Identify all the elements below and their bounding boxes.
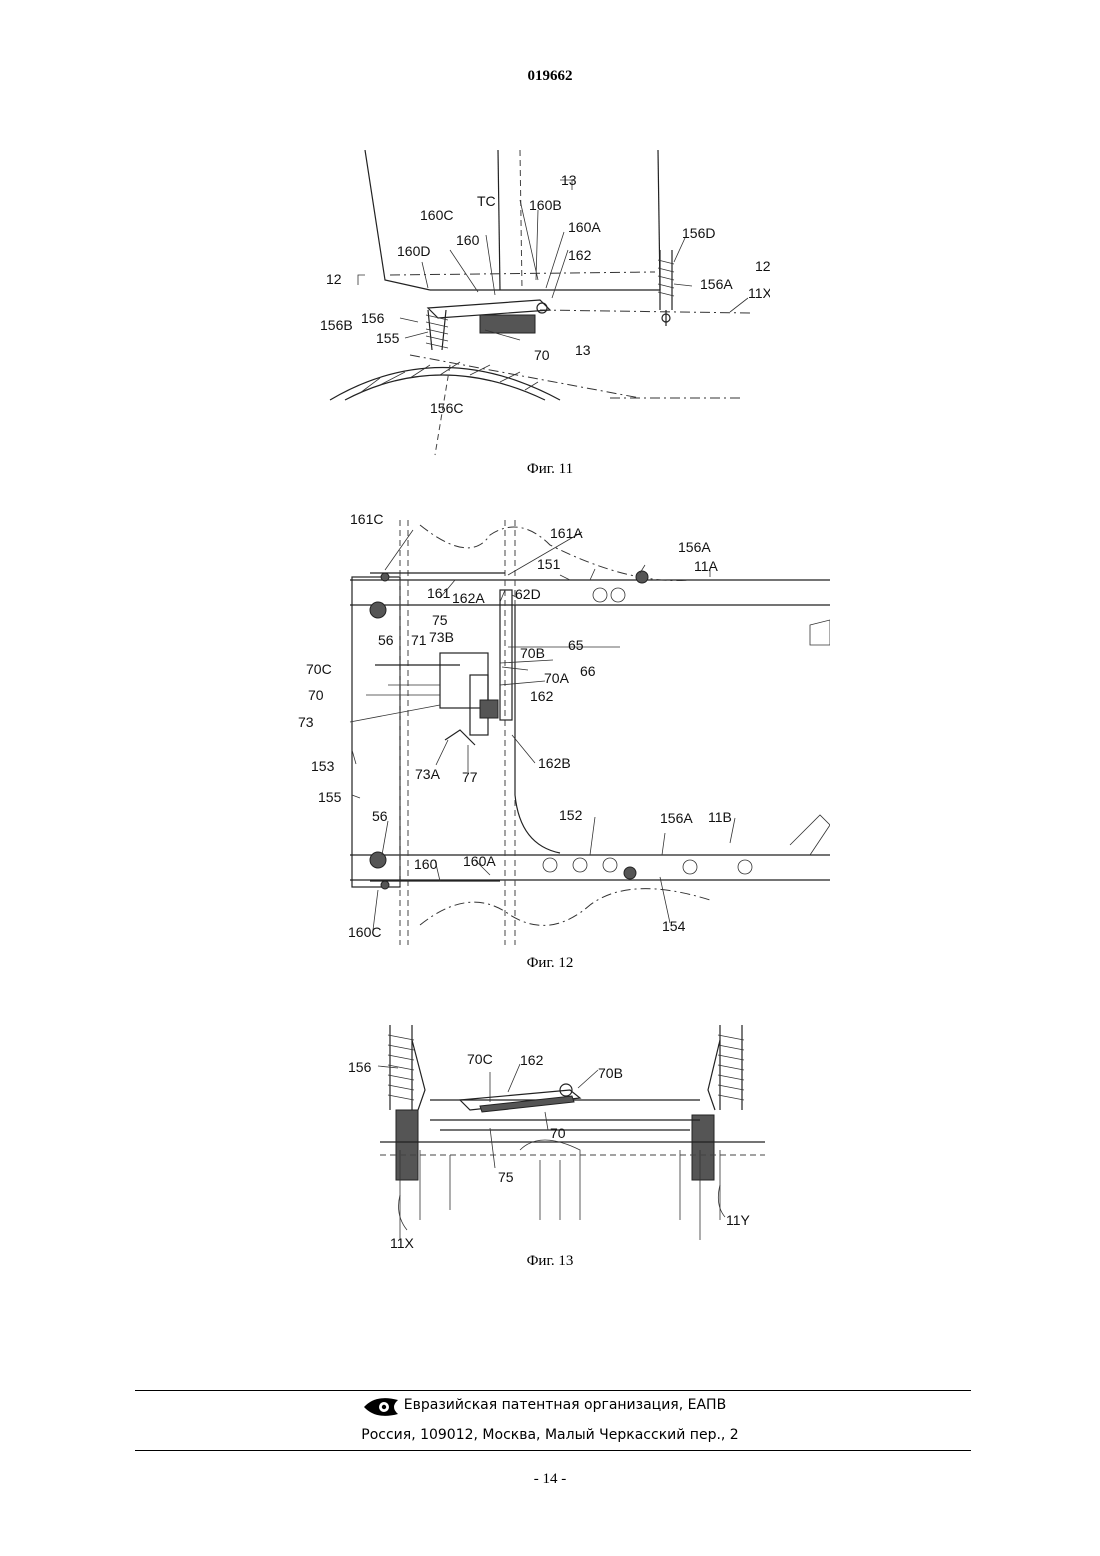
- figure-13-label: 11Y: [726, 1212, 751, 1228]
- figure-11-label: 12: [326, 271, 342, 287]
- figure-12-label: 153: [311, 758, 335, 774]
- figure-12-label: 156A: [678, 539, 711, 555]
- figure-13-label: 162: [520, 1052, 544, 1068]
- figure-12-label: 70B: [520, 645, 545, 661]
- figure-12-label: 73A: [415, 766, 441, 782]
- footer-address: Россия, 109012, Москва, Малый Черкасский…: [0, 1427, 1100, 1443]
- figure-11-drawing: 13 TC 160B 160C 160A 160 156D 160D 162 1…: [310, 150, 770, 465]
- figure-12-label: 152: [559, 807, 583, 823]
- figure-12-label: 77: [462, 769, 478, 785]
- figure-12-label: 75: [432, 612, 448, 628]
- page-number: - 14 -: [0, 1471, 1100, 1488]
- figure-12-label: 73: [298, 714, 314, 730]
- figure-12-label: 162B: [538, 755, 571, 771]
- figure-13-label: 75: [498, 1169, 514, 1185]
- figure-13-label: 70B: [598, 1065, 623, 1081]
- figure-12-label: 71: [411, 632, 427, 648]
- footer-bottom-rule: [135, 1450, 971, 1451]
- figure-12-label: 160C: [348, 924, 381, 940]
- figure-11-label: 13: [561, 172, 577, 188]
- figure-12-label: 62D: [515, 586, 541, 602]
- figure-12-label: 156A: [660, 810, 693, 826]
- figure-11-label: 162: [568, 247, 592, 263]
- figure-11-label: 160B: [529, 197, 562, 213]
- figure-11-label: 156B: [320, 317, 353, 333]
- figure-11-label: 160A: [568, 219, 601, 235]
- footer-top-rule: [135, 1390, 971, 1391]
- figure-11-label: 12: [755, 258, 770, 274]
- figure-11-label: 156C: [430, 400, 463, 416]
- figure-12-label: 160: [414, 856, 438, 872]
- figure-13-label: 11X: [390, 1235, 415, 1251]
- figure-13-label: 156: [348, 1059, 372, 1075]
- figure-11-label: 156: [361, 310, 385, 326]
- figure-11-label: 156D: [682, 225, 715, 241]
- figure-11-label: 11X: [748, 285, 770, 301]
- figure-11-caption: Фиг. 11: [0, 461, 1100, 478]
- figure-13-drawing: 156 70C 162 70B 70 75 11X 11Y: [340, 1020, 780, 1255]
- figure-12-caption: Фиг. 12: [0, 955, 1100, 972]
- figure-12-label: 56: [372, 808, 388, 824]
- figure-11-label: 70: [534, 347, 550, 363]
- figure-12-label: 70A: [544, 670, 570, 686]
- figure-12-label: 155: [318, 789, 342, 805]
- figure-13-caption: Фиг. 13: [0, 1253, 1100, 1270]
- figure-12-label: 70C: [306, 661, 332, 677]
- figure-11-label: 13: [575, 342, 591, 358]
- figure-12-label: 162: [530, 688, 554, 704]
- figure-12-label: 161: [427, 585, 451, 601]
- figure-11-label: 160C: [420, 207, 453, 223]
- figure-12-label: 56: [378, 632, 394, 648]
- figure-12-label: 65: [568, 637, 584, 653]
- footer-organization: Евразийская патентная организация, ЕАПВ: [0, 1397, 1100, 1413]
- figure-12-label: 11B: [708, 809, 732, 825]
- figure-12-label: 73B: [429, 629, 454, 645]
- figure-11-label: 156A: [700, 276, 733, 292]
- figure-12-label: 154: [662, 918, 686, 934]
- figure-12-label: 151: [537, 556, 561, 572]
- figure-13-label: 70: [550, 1125, 566, 1141]
- figure-12-label: 66: [580, 663, 596, 679]
- figure-11-label: TC: [477, 193, 496, 209]
- figure-12-label: 160A: [463, 853, 496, 869]
- figure-13-label: 70C: [467, 1051, 493, 1067]
- figure-11-label: 160D: [397, 243, 430, 259]
- figure-12-label: 11A: [694, 558, 719, 574]
- figure-12-label: 161A: [550, 525, 583, 541]
- figure-12-label: 162A: [452, 590, 485, 606]
- figure-12-label: 161C: [350, 511, 383, 527]
- figure-11-label: 155: [376, 330, 400, 346]
- figure-12-label: 70: [308, 687, 324, 703]
- figure-11-label: 160: [456, 232, 480, 248]
- document-number: 019662: [0, 68, 1100, 85]
- figure-12-drawing: 161C 161A 156A 151 11A 161 162A 62D 56 7…: [290, 505, 830, 945]
